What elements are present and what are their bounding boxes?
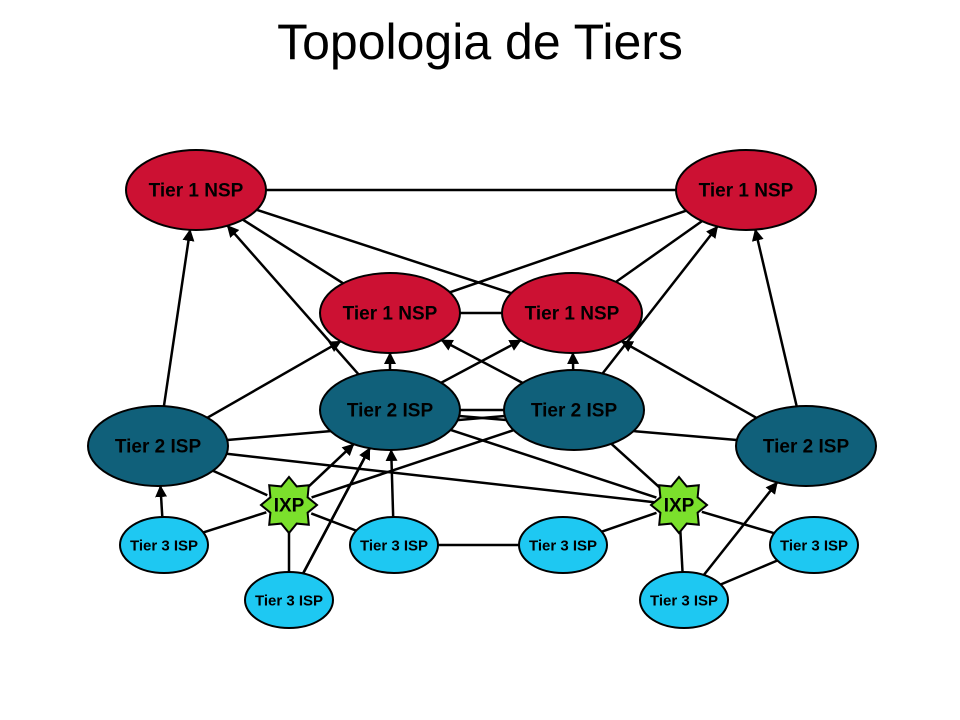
tier3-ellipse: [639, 571, 729, 629]
node-t1d: Tier 1 NSP: [501, 272, 643, 354]
edges-layer: [155, 188, 798, 586]
node-t3f: Tier 3 ISP: [639, 571, 729, 629]
edge-t1a-t1c: [242, 218, 344, 285]
node-t3b: Tier 3 ISP: [349, 516, 439, 574]
node-t3a: Tier 3 ISP: [119, 516, 209, 574]
edge-t2c-t1c: [440, 339, 524, 384]
node-label: Tier 3 ISP: [360, 537, 428, 554]
node-t3e: Tier 3 ISP: [244, 571, 334, 629]
node-label: IXP: [274, 496, 305, 517]
tier1-ellipse: [501, 272, 643, 354]
edge-t2a-t1a: [162, 228, 195, 407]
node-label: Tier 1 NSP: [699, 181, 794, 202]
edge-ixp1-t3a: [202, 511, 267, 534]
node-label: Tier 2 ISP: [115, 437, 202, 458]
tier2-ellipse: [503, 369, 645, 451]
page-title: Topologia de Tiers: [277, 14, 683, 70]
node-t1c: Tier 1 NSP: [319, 272, 461, 354]
node-ixp1: IXP: [259, 475, 319, 535]
tier3-ellipse: [518, 516, 608, 574]
edge-t2a-t1c: [206, 340, 342, 419]
node-t1b: Tier 1 NSP: [675, 149, 817, 231]
edge-ixp1-t2c: [311, 428, 514, 499]
tier3-ellipse: [244, 571, 334, 629]
edge-t3d-t3f: [720, 559, 778, 586]
node-label: Tier 1 NSP: [343, 304, 438, 325]
node-label: Tier 3 ISP: [650, 592, 718, 609]
node-label: Tier 3 ISP: [130, 537, 198, 554]
node-label: Tier 2 ISP: [763, 437, 850, 458]
edge-t3b-t2b: [385, 448, 398, 518]
node-t2a: Tier 2 ISP: [87, 405, 229, 487]
node-label: Tier 3 ISP: [780, 537, 848, 554]
tier1-ellipse: [125, 149, 267, 231]
edge-t2a-ixp2: [226, 452, 656, 504]
edge-t2b-t1a: [226, 224, 360, 376]
ixp-shape: [259, 475, 319, 535]
edge-t1b-t1c: [449, 209, 687, 294]
node-ixp2: IXP: [649, 475, 709, 535]
edge-t2c-ixp2: [610, 442, 663, 490]
edge-ixp2-t3f: [679, 528, 684, 573]
node-label: Tier 3 ISP: [529, 537, 597, 554]
node-label: Tier 2 ISP: [531, 401, 618, 422]
node-label: Tier 2 ISP: [347, 401, 434, 422]
edge-t3a-t2a: [155, 484, 168, 518]
tier3-ellipse: [769, 516, 859, 574]
node-t2b: Tier 2 ISP: [319, 369, 461, 451]
node-label: Tier 3 ISP: [255, 592, 323, 609]
tier3-ellipse: [119, 516, 209, 574]
tier3-ellipse: [349, 516, 439, 574]
node-t3c: Tier 3 ISP: [518, 516, 608, 574]
tier1-ellipse: [675, 149, 817, 231]
edge-t2d-t1b: [751, 228, 798, 407]
node-t1a: Tier 1 NSP: [125, 149, 267, 231]
tier2-ellipse: [319, 369, 461, 451]
edge-t2d-t1d: [620, 340, 757, 419]
node-label: IXP: [664, 496, 695, 517]
node-label: Tier 1 NSP: [525, 304, 620, 325]
edge-t2b-ixp2: [450, 428, 657, 499]
edge-ixp2-t3c: [601, 511, 657, 533]
edge-ixp2-t3d: [701, 510, 775, 535]
node-t2c: Tier 2 ISP: [503, 369, 645, 451]
tier2-ellipse: [735, 405, 877, 487]
node-t3d: Tier 3 ISP: [769, 516, 859, 574]
edge-t1a-t1d: [256, 208, 512, 295]
edge-t2a-ixp1: [212, 469, 268, 497]
nodes-layer: Tier 1 NSP Tier 1 NSP Tier 1 NSP Tier 1 NSP…: [87, 149, 877, 629]
tier2-ellipse: [87, 405, 229, 487]
edge-t3f-t2d: [702, 481, 779, 576]
edge-t1b-t1d: [615, 220, 703, 283]
node-label: Tier 1 NSP: [149, 181, 244, 202]
edge-ixp1-t3b: [310, 512, 357, 532]
tier1-ellipse: [319, 272, 461, 354]
node-t2d: Tier 2 ISP: [735, 405, 877, 487]
ixp-shape: [649, 475, 709, 535]
